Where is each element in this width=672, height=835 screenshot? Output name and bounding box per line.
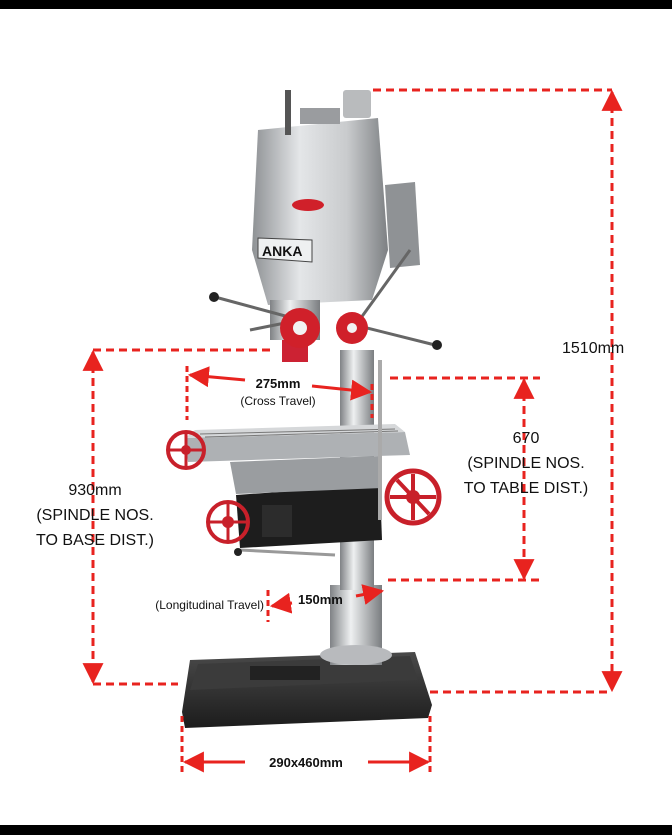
label-spindle-base-line3: TO BASE DIST.): [36, 532, 154, 549]
base-slot: [250, 666, 320, 680]
label-spindle-base-line2: (SPINDLE NOS.: [36, 507, 153, 524]
cross-travel-arrow-left: [187, 366, 246, 388]
top-border: [0, 0, 672, 9]
label-cross-travel-caption: (Cross Travel): [240, 394, 315, 408]
label-spindle-table-line3: TO TABLE DIST.): [464, 480, 588, 497]
handwheel-front: [206, 500, 250, 544]
handwheel-left: [166, 430, 206, 470]
anka-plate: [257, 237, 313, 263]
head-top-cap: [300, 108, 340, 124]
label-base-size: 290x460mm: [269, 755, 343, 770]
motor-cap: [343, 90, 371, 118]
sight-window: [292, 199, 324, 211]
long-travel-arrow-right: [355, 584, 385, 605]
machine: ANKA: [166, 90, 442, 728]
table-top: [185, 424, 405, 438]
label-overall-height: 1510mm: [562, 340, 624, 357]
long-travel-arrow-left: [269, 592, 293, 614]
cross-travel-arrow-right: [311, 379, 373, 401]
drawbar: [285, 90, 291, 135]
knee: [236, 485, 382, 548]
bottom-border: [0, 825, 672, 835]
column-collar: [320, 645, 392, 665]
label-spindle-base-line1: 930mm: [68, 482, 121, 499]
dimension-labels: 1510mm 930mm (SPINDLE NOS. TO BASE DIST.…: [36, 340, 624, 770]
saddle-block: [262, 505, 292, 537]
label-cross-travel: 275mm: [256, 376, 301, 391]
dimension-lines: [82, 88, 623, 773]
label-spindle-table-line1: 670: [513, 430, 540, 447]
label-long-travel: 150mm: [298, 592, 343, 607]
table-apron: [230, 456, 382, 494]
brand-label: ANKA: [262, 243, 302, 259]
drill-machine-illustration: ANKA: [36, 88, 624, 773]
label-spindle-table-line2: (SPINDLE NOS.: [467, 455, 584, 472]
diagram-canvas: ANKA: [0, 9, 672, 825]
drill-head: [252, 118, 388, 305]
handwheel-right: [384, 468, 442, 526]
back-bracket: [385, 182, 420, 268]
label-long-travel-caption: (Longitudinal Travel): [155, 598, 264, 612]
work-table: [185, 432, 410, 462]
